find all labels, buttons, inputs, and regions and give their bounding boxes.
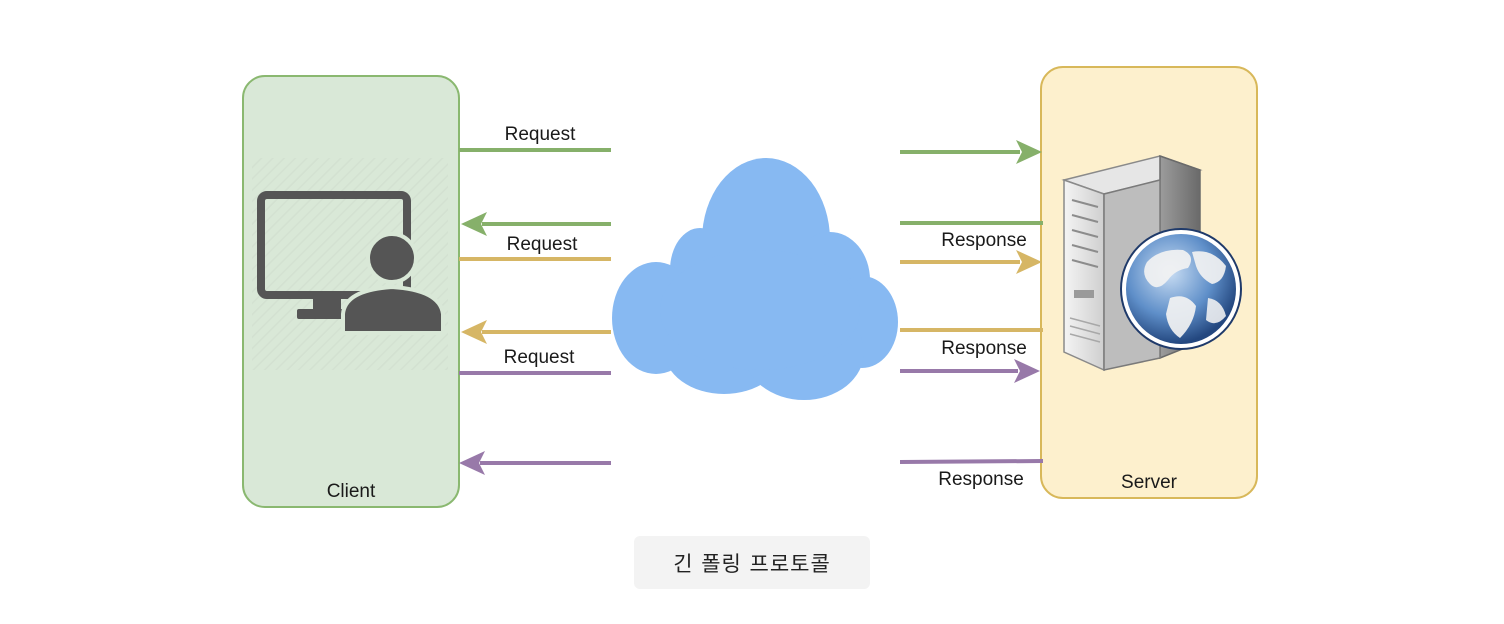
request-3-label: Request [504, 347, 575, 368]
server-panel: Server [1040, 66, 1258, 499]
caption-box: 긴 폴링 프로토콜 [634, 536, 870, 589]
request-1-label: Request [505, 124, 576, 145]
user-at-monitor-icon [257, 191, 445, 335]
globe-icon [1120, 228, 1242, 350]
server-label: Server [1121, 472, 1178, 493]
request-2-label: Request [507, 234, 578, 255]
client-panel: Client [242, 75, 460, 508]
response-3-label: Response [938, 469, 1024, 490]
response-2-label: Response [941, 338, 1027, 359]
response-1-to-client-arrow [461, 212, 611, 236]
request-2-to-server-arrow [900, 250, 1042, 274]
response-3-from-server-line [899, 459, 1044, 464]
response-1-label: Response [941, 230, 1027, 251]
request-3-to-server-arrow [900, 359, 1040, 383]
client-label: Client [327, 481, 376, 502]
cloud-icon [612, 158, 898, 400]
request-1-to-server-arrow [900, 140, 1042, 164]
caption-text: 긴 폴링 프로토콜 [673, 551, 831, 576]
response-3-to-client-arrow [459, 451, 611, 475]
response-2-to-client-arrow [461, 320, 611, 344]
